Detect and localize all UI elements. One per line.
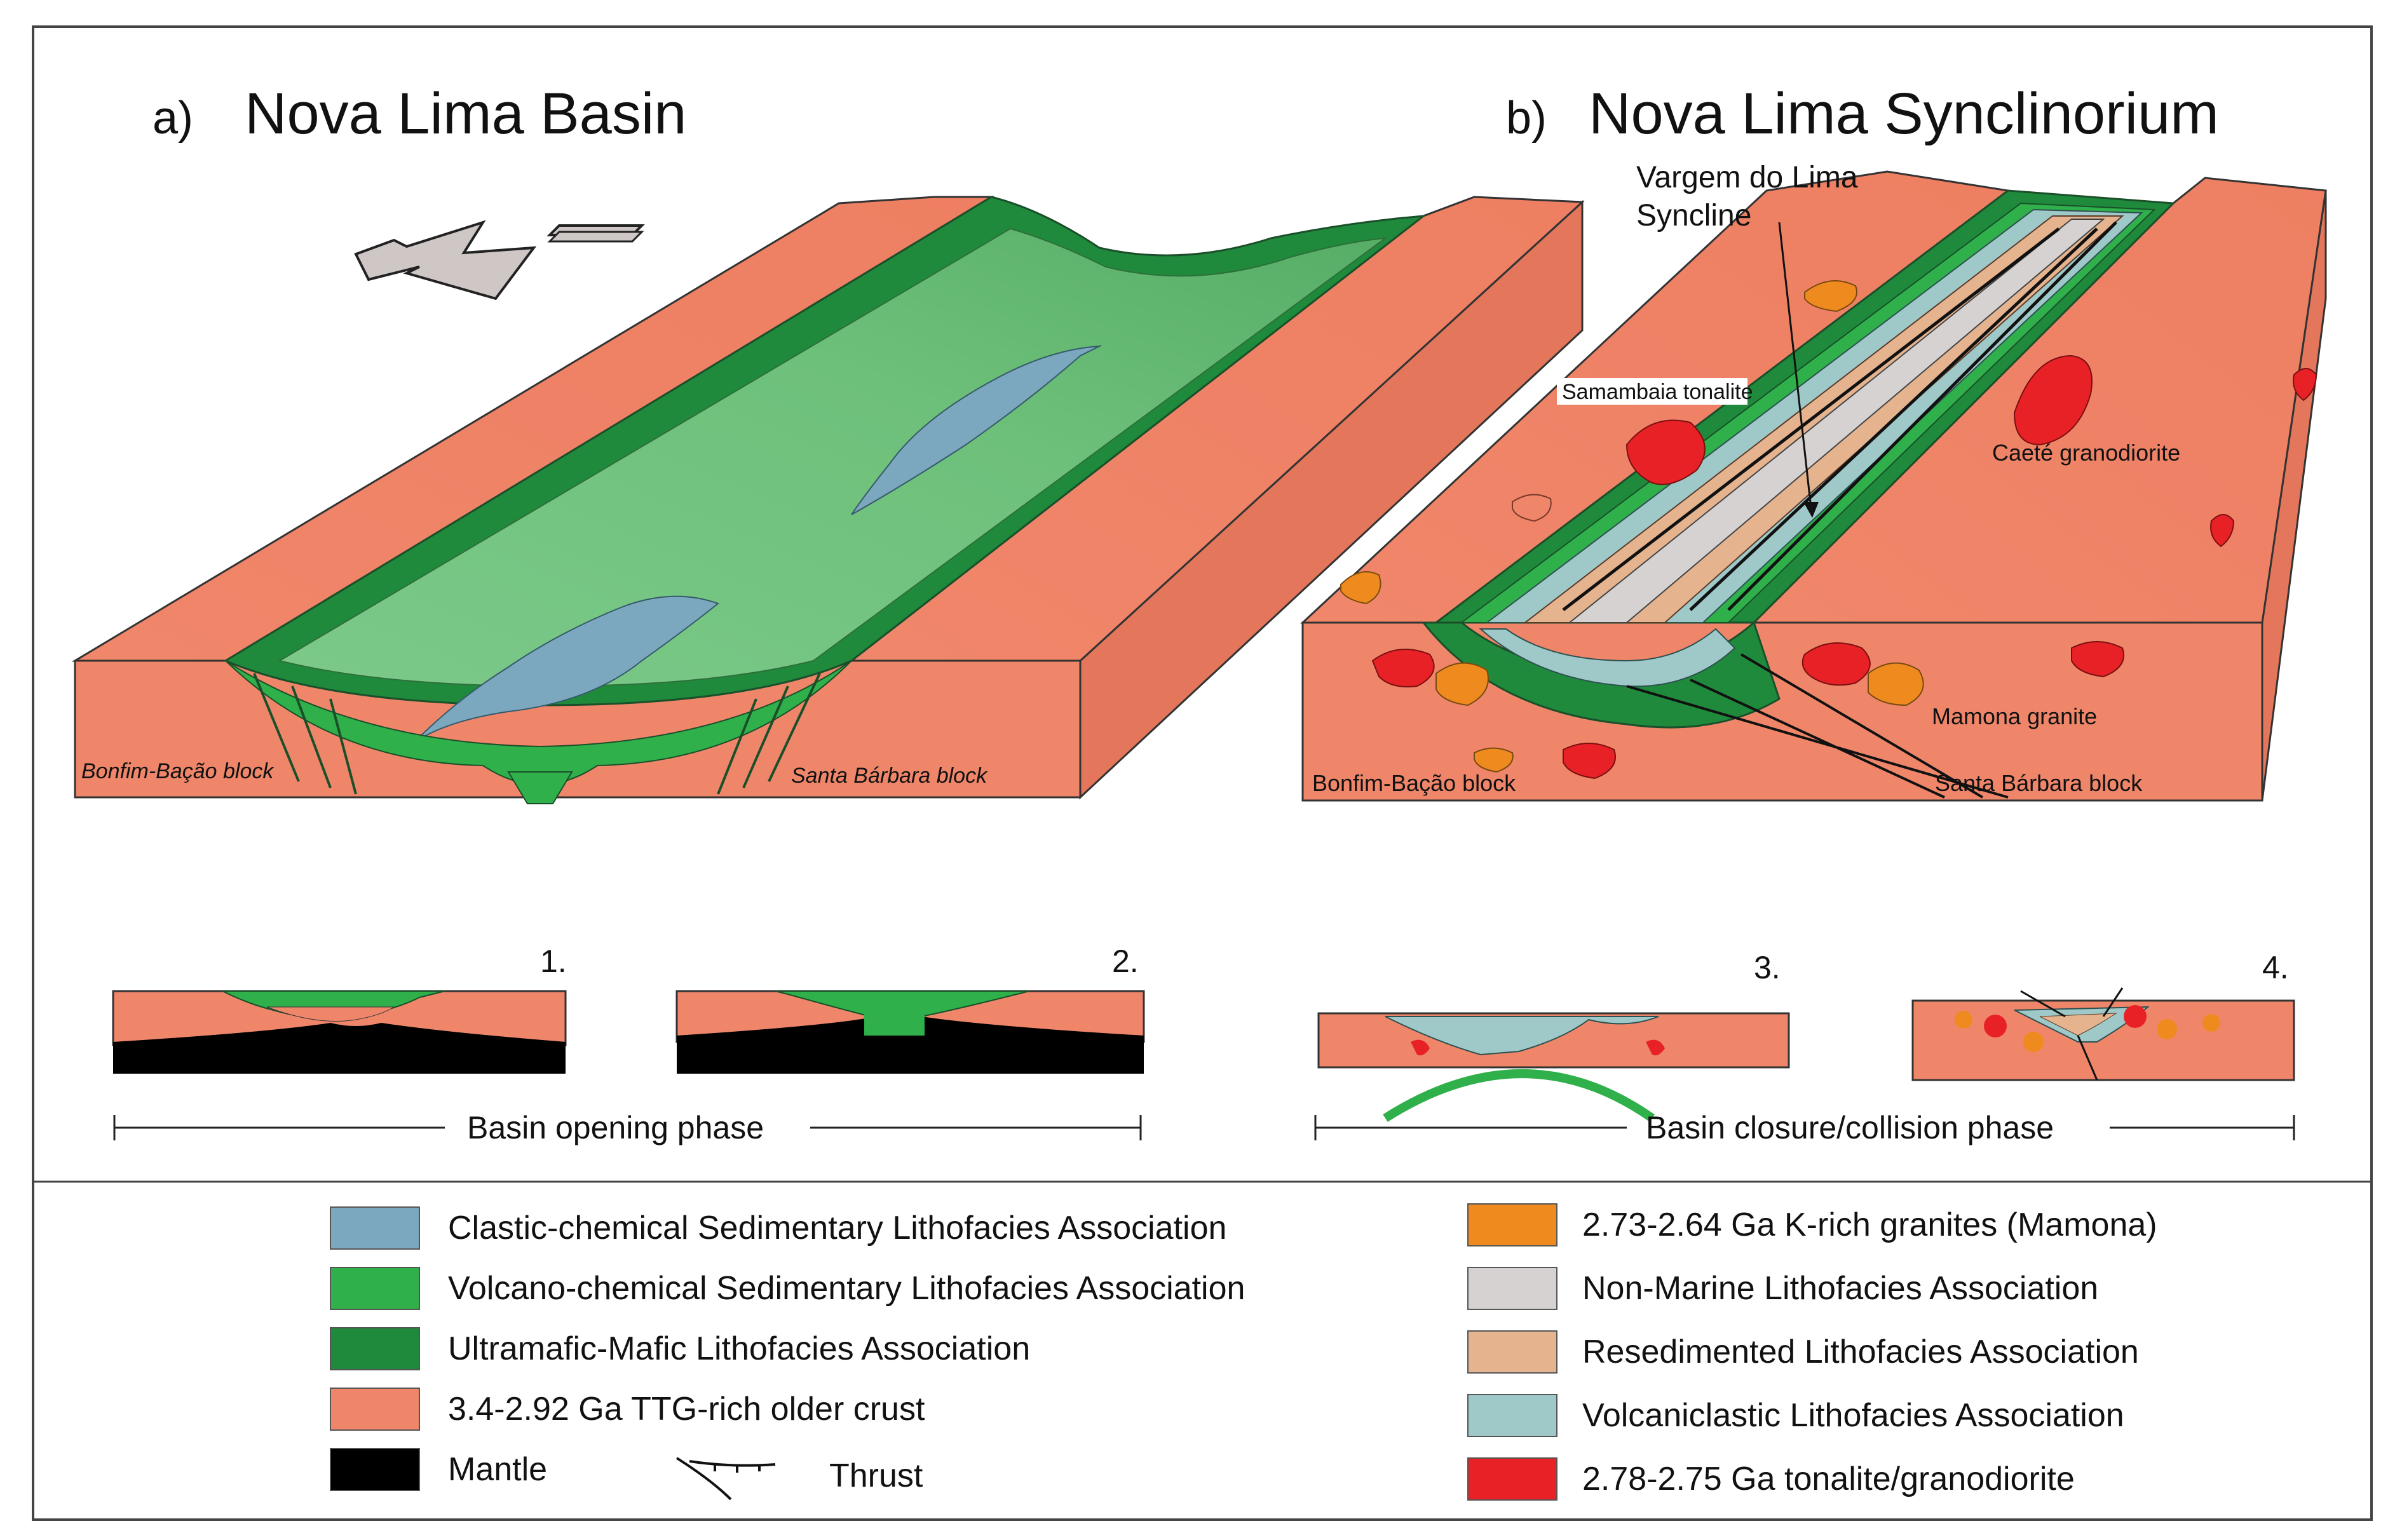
label-vargem-2: Syncline <box>1636 199 1751 233</box>
panel-b-thrust-lines <box>1562 221 2117 611</box>
closure-phase-label: Basin closure/collision phase <box>1646 1110 2054 1145</box>
panel-b-pluton-top-2 <box>1340 571 1381 605</box>
panel-b-letter: b) <box>1506 93 1547 144</box>
section-3 <box>1317 1012 1790 1122</box>
panel-b-caete-granodiorite <box>2013 355 2093 446</box>
label-vargem-1: Vargem do Lima <box>1636 161 1858 194</box>
panel-b-pluton-left-2 <box>1435 662 1489 706</box>
section-4 <box>1911 987 2295 1081</box>
label-santa-b: Santa Bárbara block <box>1935 770 2143 796</box>
legend-left: Clastic-chemical Sedimentary Lithofacies… <box>330 1206 1245 1491</box>
legend-right-swatch-3 <box>1467 1394 1557 1437</box>
figure-frame <box>32 25 2373 1521</box>
panel-b-front-fold-inner <box>1479 628 1736 687</box>
legend-left-swatch-2 <box>330 1327 420 1370</box>
legend-right-label-1: Non-Marine Lithofacies Association <box>1582 1270 2098 1307</box>
legend-right-swatch-4 <box>1467 1457 1557 1501</box>
panel-a-clastic-lens-1 <box>412 595 720 744</box>
vargem-pointer-head <box>1803 502 1819 518</box>
samambaia-label-bg <box>1557 378 1747 405</box>
panel-a-title: Nova Lima Basin <box>245 81 686 146</box>
panel-b-mamona-granite-red <box>1802 642 1871 686</box>
legend-right: 2.73-2.64 Ga K-rich granites (Mamona) Non… <box>1467 1203 2157 1501</box>
opening-phase-label: Basin opening phase <box>467 1110 764 1145</box>
panel-b-pluton-right-1 <box>2071 641 2124 678</box>
legend-right-label-0: 2.73-2.64 Ga K-rich granites (Mamona) <box>1582 1206 2157 1243</box>
panel-b-samambaia-tonalite <box>1625 419 1706 485</box>
panel-a-feeder-dykes <box>253 673 821 795</box>
legend-left-label-1: Volcano-chemical Sedimentary Lithofacies… <box>448 1270 1245 1307</box>
panel-b-title: Nova Lima Synclinorium <box>1589 81 2219 146</box>
panel-a-clastic-lens-2 <box>851 345 1101 515</box>
section-2-number: 2. <box>1112 943 1139 979</box>
panel-b-pluton-left-3 <box>1563 743 1616 780</box>
legend-right-label-2: Resedimented Lithofacies Association <box>1582 1334 2139 1370</box>
panel-a-left-crust-top <box>71 196 995 662</box>
legend-right-swatch-2 <box>1467 1330 1557 1374</box>
panel-b-pluton-side-2 <box>2210 514 2235 548</box>
panel-b-pluton-top-1 <box>1804 280 1857 313</box>
legend-left-label-0: Clastic-chemical Sedimentary Lithofacies… <box>448 1210 1226 1246</box>
thrust-symbol-icon <box>675 1457 776 1501</box>
panel-b-front-faults <box>1626 653 2009 799</box>
thrust-label: Thrust <box>829 1457 923 1494</box>
panel-a-keel <box>507 771 573 804</box>
panel-b-pluton-left-1 <box>1371 649 1435 687</box>
legend-right-label-4: 2.78-2.75 Ga tonalite/granodiorite <box>1582 1461 2075 1497</box>
legend-left-swatch-0 <box>330 1206 420 1250</box>
vargem-pointer <box>1778 222 1812 509</box>
legend-left-label-3: 3.4-2.92 Ga TTG-rich older crust <box>448 1391 925 1428</box>
closure-phase-bar <box>1314 1115 2295 1140</box>
label-bonfim-b: Bonfim-Bação block <box>1312 770 1516 796</box>
legend-left-swatch-3 <box>330 1388 420 1431</box>
panel-a-volcano-chemical-floor <box>278 227 1388 687</box>
legend-left-label-4: Mantle <box>448 1451 547 1488</box>
panel-a-letter: a) <box>153 93 193 144</box>
panel-b-pluton-left-4 <box>1474 747 1514 773</box>
legend-left-swatch-1 <box>330 1267 420 1310</box>
legend-right-swatch-1 <box>1467 1267 1557 1310</box>
section-3-number: 3. <box>1754 950 1781 985</box>
legend-left-swatch-4 <box>330 1448 420 1491</box>
opening-phase-bar <box>113 1115 1142 1140</box>
legend: Clastic-chemical Sedimentary Lithofacies… <box>330 1203 2157 1501</box>
panel-b-pluton-side-1 <box>2293 368 2317 402</box>
panel-b-block-diagram <box>1300 170 2327 802</box>
panel-b-non-marine-belt <box>1568 219 2105 623</box>
label-bonfim-a: Bonfim-Bação block <box>81 759 275 783</box>
panel-b-mamona-granite-orange <box>1868 662 1924 706</box>
section-1-number: 1. <box>540 943 567 979</box>
panel-b-pluton-top-3 <box>1512 494 1552 522</box>
section-4-number: 4. <box>2262 950 2289 985</box>
label-samambaia: Samambaia tonalite <box>1562 380 1753 404</box>
north-arrow-icon <box>354 220 645 301</box>
label-caete: Caeté granodiorite <box>1992 440 2180 466</box>
label-mamona: Mamona granite <box>1932 703 2097 729</box>
panel-a-block-diagram <box>71 196 1585 804</box>
section-1 <box>112 990 567 1074</box>
legend-right-swatch-0 <box>1467 1203 1557 1246</box>
legend-right-label-3: Volcaniclastic Lithofacies Association <box>1582 1397 2124 1434</box>
section-2 <box>675 990 1145 1074</box>
label-santa-a: Santa Bárbara block <box>791 764 988 788</box>
legend-left-label-2: Ultramafic-Mafic Lithofacies Association <box>448 1330 1030 1367</box>
panel-a-front-trough <box>225 660 852 785</box>
